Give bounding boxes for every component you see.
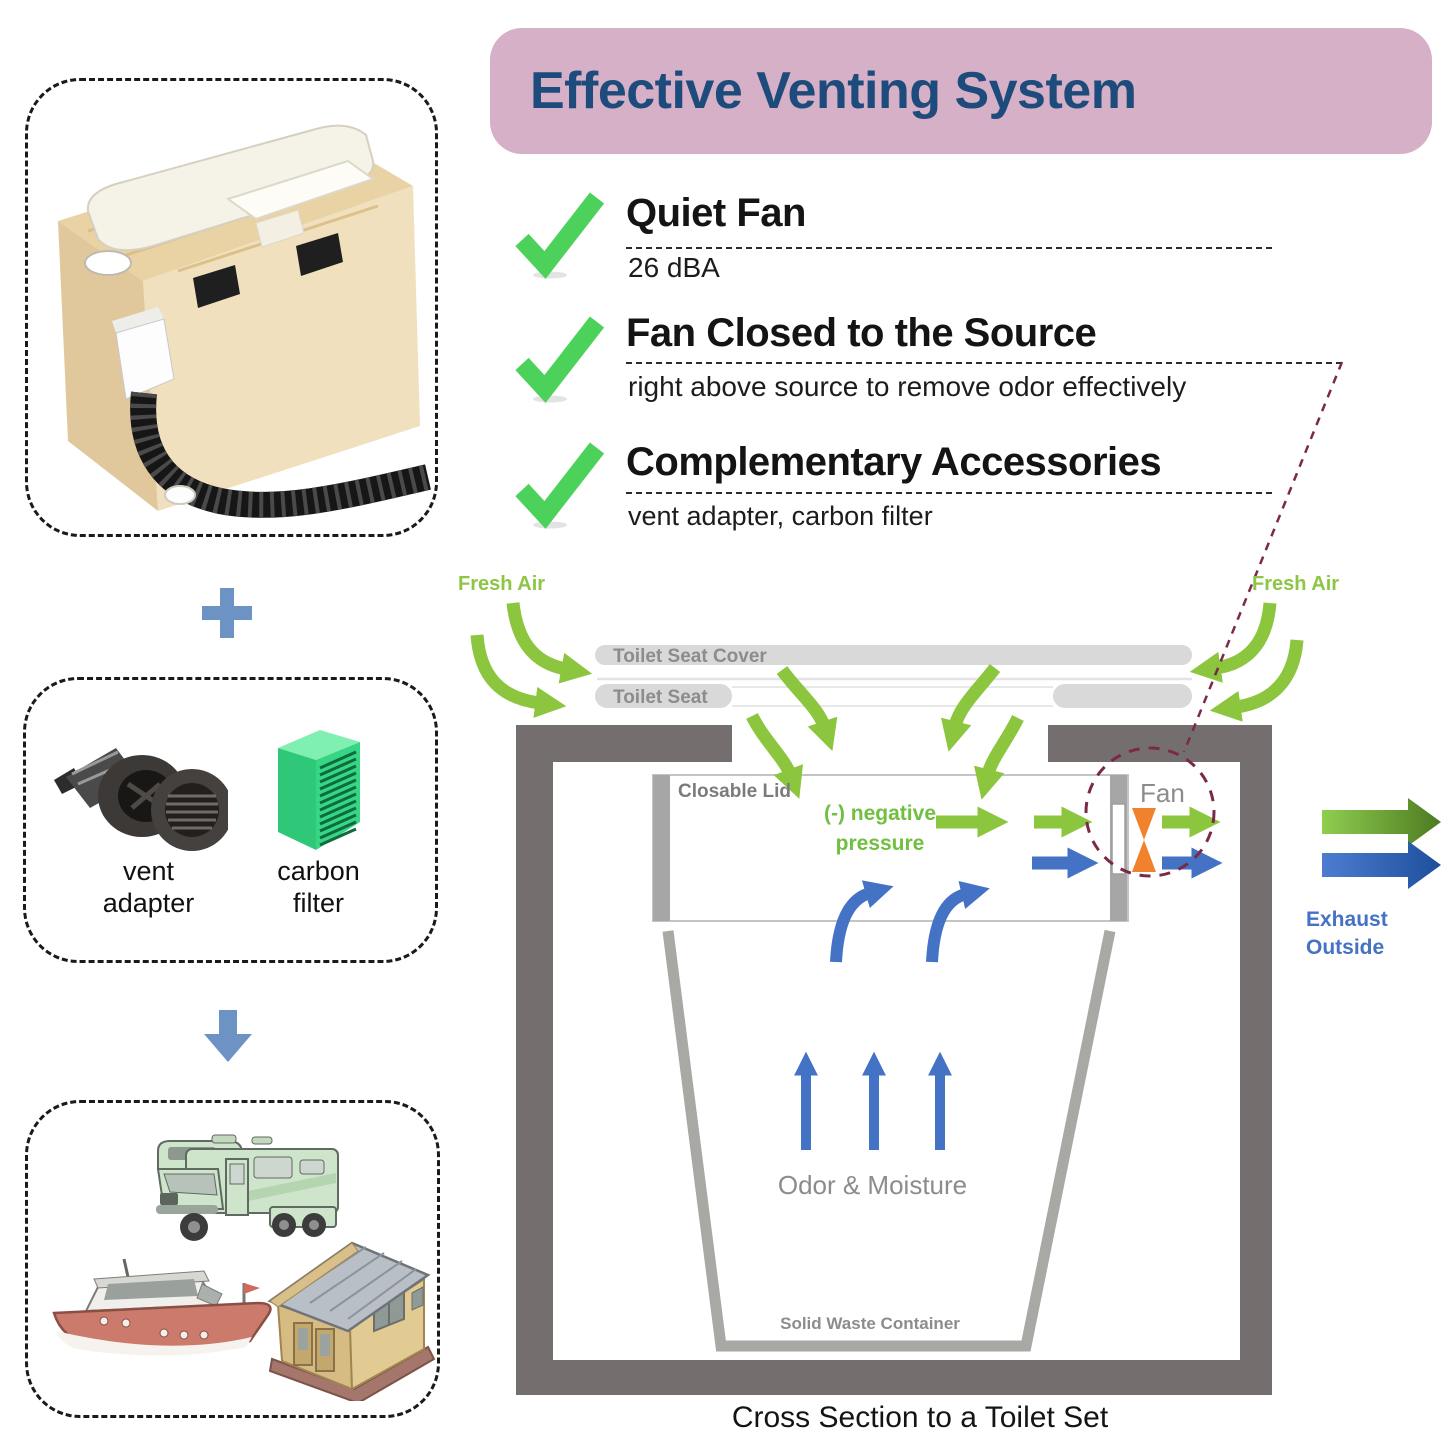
toilet-seat-cover (86, 124, 375, 252)
toilet-seat-cover-label: Toilet Seat Cover (613, 646, 767, 667)
title-banner: Effective Venting System (490, 28, 1432, 154)
fan-callout-circle (1084, 746, 1216, 878)
diagram-caption: Cross Section to a Toilet Set (731, 1401, 1109, 1434)
toilet-seat-bar-left (595, 684, 732, 708)
product-photo-box (25, 78, 438, 537)
checkmark-icon (515, 192, 605, 279)
solid-waste-container-label: Solid Waste Container (780, 1314, 960, 1333)
composting-toilet-illustration (58, 124, 431, 518)
housing-floor (516, 1360, 1272, 1395)
toilet-right-face (143, 186, 420, 511)
toilet-seat-bar-right (1053, 684, 1192, 708)
page-title: Effective Venting System (530, 62, 1137, 120)
seat-tab (255, 209, 305, 248)
checkmark-icon (515, 442, 605, 529)
fresh-air-arrow (1209, 639, 1304, 722)
toilet-lid-edge (225, 159, 376, 221)
toilet-left-face (58, 221, 158, 511)
fan-mount-slot (1111, 803, 1126, 875)
divider (626, 247, 1272, 249)
toilet-seat-cover-bar (595, 645, 1192, 665)
use-cases-box (25, 1100, 440, 1418)
fresh-air-arrow (506, 602, 593, 684)
boat-illustration (52, 1258, 272, 1356)
checklist-title-2: Fan Closed to the Source (626, 311, 1097, 355)
checklist-title-1: Quiet Fan (626, 191, 806, 235)
carbon-filter-label: carbon filter (277, 856, 360, 918)
fresh-air-arrow (1189, 602, 1277, 683)
hinge (193, 265, 240, 308)
divider (626, 362, 1342, 364)
fan-rotor-icon (1132, 840, 1156, 872)
housing-wall-right (1240, 725, 1272, 1395)
odor-rise-arrow (926, 880, 990, 963)
fresh-air-arrow (470, 634, 567, 718)
fan-label: Fan (1140, 778, 1185, 808)
fresh-air-label-right: Fresh Air (1252, 573, 1340, 595)
tiny-house-illustration (267, 1241, 436, 1401)
vent-adapter-image (54, 748, 228, 851)
odor-moisture-label: Odor & Moisture (777, 1170, 968, 1200)
checkmark-icon (515, 316, 605, 403)
cross-section-diagram (470, 361, 1441, 1395)
vent-adapter-body (115, 318, 175, 400)
airflow-down-arrow (776, 666, 838, 752)
carbon-filter-image (278, 730, 360, 850)
airflow-down-arrow (746, 712, 803, 799)
fan-rotor-icon (1132, 808, 1156, 840)
checklist-subtitle-3: vent adapter, carbon filter (628, 501, 933, 531)
vent-hose (130, 391, 431, 518)
exhaust-air-arrow (1322, 798, 1441, 846)
odor-rise-arrow (830, 880, 894, 963)
fresh-air-label-left: Fresh Air (458, 573, 546, 595)
exhaust-outside-label: Exhaust Outside (1306, 908, 1388, 960)
vent-adapter-label: vent adapter (102, 856, 195, 918)
housing-wall-left (516, 725, 553, 1395)
divider (626, 492, 1272, 494)
checklist-title-3: Complementary Accessories (626, 440, 1162, 484)
cup-hole (84, 250, 132, 276)
accessories-box: vent adapter carbon filter (23, 677, 438, 963)
closable-lid-label: Closable Lid (678, 781, 791, 802)
checklist-subtitle-1: 26 dBA (628, 252, 720, 283)
housing-wall-top-right (1048, 725, 1272, 762)
plus-icon (202, 588, 252, 638)
airflow-down-arrow (974, 715, 1024, 800)
checklist-subtitle-2: right above source to remove odor effect… (628, 371, 1187, 402)
airflow-down-arrow (941, 664, 1001, 752)
toilet-seat-label: Toilet Seat (613, 687, 708, 708)
hinge (296, 233, 343, 276)
latch-button (164, 485, 196, 505)
vent-adapter-top (112, 307, 164, 333)
waste-container-outline (662, 929, 1116, 1352)
negative-pressure-label: (-) negative pressure (823, 802, 936, 856)
exhaust-odor-arrow (1322, 841, 1441, 889)
rv-illustration (156, 1134, 339, 1241)
arrow-down-icon (204, 1010, 252, 1062)
fan-callout-line (1182, 361, 1344, 753)
